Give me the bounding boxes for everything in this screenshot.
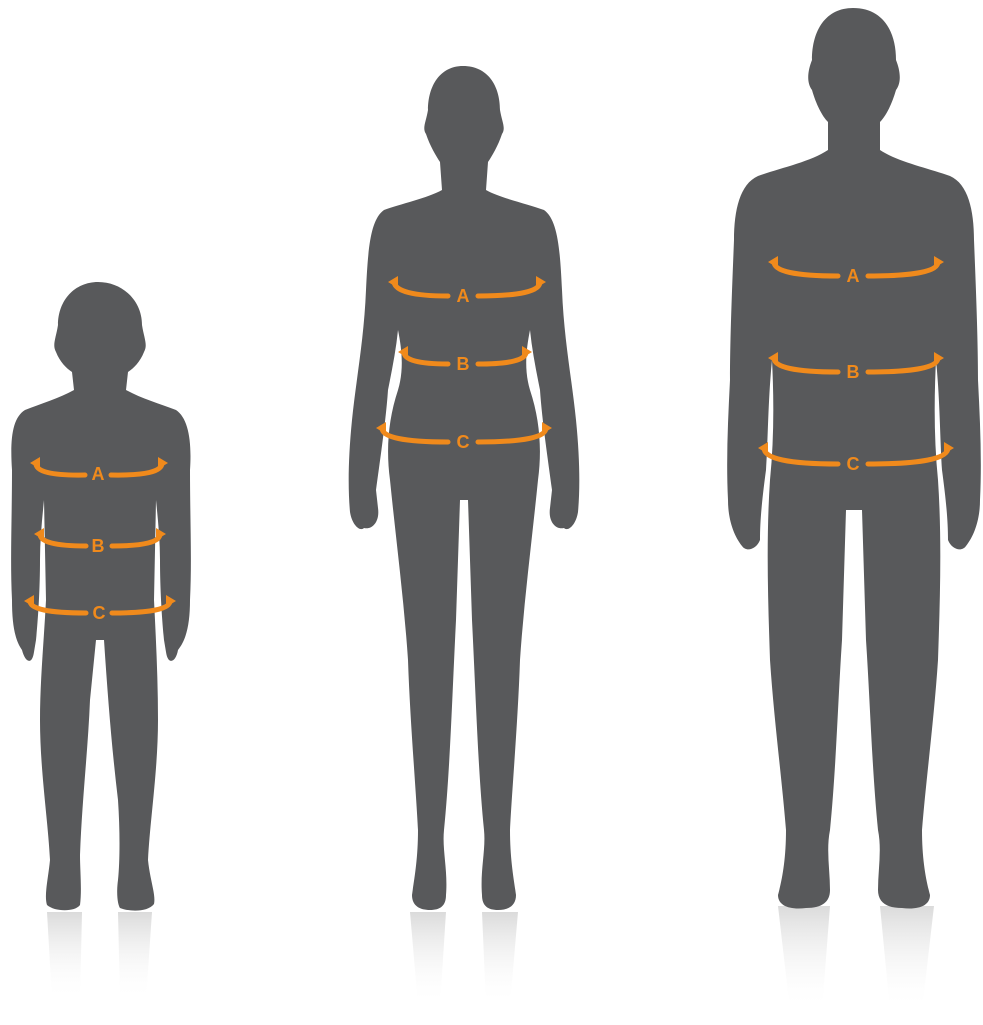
woman-label-b: B	[457, 354, 470, 374]
man-label-b: B	[847, 362, 860, 382]
child-silhouette	[11, 282, 191, 911]
child-figure: A B C	[11, 282, 191, 1000]
man-figure: A B C	[727, 8, 981, 1010]
woman-label-a: A	[457, 286, 470, 306]
child-label-b: B	[92, 536, 105, 556]
woman-figure: A B C	[349, 66, 580, 1005]
woman-label-c: C	[457, 432, 470, 452]
man-reflection	[778, 906, 934, 1010]
child-label-a: A	[92, 464, 105, 484]
man-label-a: A	[847, 266, 860, 286]
man-label-c: C	[847, 454, 860, 474]
child-reflection	[47, 912, 152, 1000]
child-label-c: C	[93, 603, 106, 623]
woman-reflection	[410, 912, 518, 1005]
woman-silhouette	[349, 66, 580, 910]
